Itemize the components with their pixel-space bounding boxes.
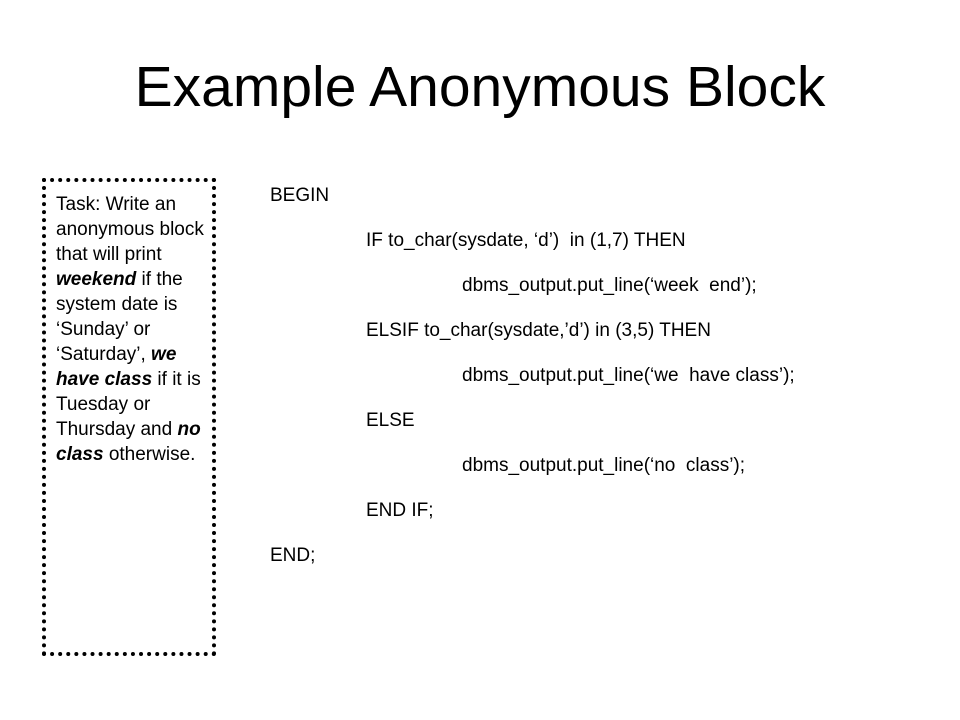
code-line-put-no-class: dbms_output.put_line(‘no class’); <box>462 455 746 476</box>
task-description-text: Task: Write an anonymous block that will… <box>56 192 206 467</box>
task-keyword-weekend: weekend <box>56 269 137 290</box>
code-line-put-class: dbms_output.put_line(‘we have class’); <box>462 365 795 386</box>
code-line-if: IF to_char(sysdate, ‘d’) in (1,7) THEN <box>366 230 686 251</box>
task-keyword-no-class: no class <box>56 419 201 465</box>
task-description-box: Task: Write an anonymous block that will… <box>42 178 216 656</box>
task-keyword-we-have-class: we have class <box>56 344 177 390</box>
code-line-put-weekend: dbms_output.put_line(‘week end’); <box>462 275 757 296</box>
task-segment: if the system date is ‘Sunday’ or ‘Satur… <box>56 269 183 365</box>
slide-title: Example Anonymous Block <box>134 55 826 119</box>
code-line-else: ELSE <box>366 410 415 431</box>
code-line-elsif: ELSIF to_char(sysdate,’d’) in (3,5) THEN <box>366 320 711 341</box>
code-line-begin: BEGIN <box>270 185 330 206</box>
task-segment: otherwise. <box>103 444 196 465</box>
code-line-end-if: END IF; <box>366 500 434 521</box>
task-segment: Task: Write an anonymous block that will… <box>56 194 204 265</box>
task-segment: if it is Tuesday or Thursday and <box>56 369 201 440</box>
code-line-end: END; <box>270 545 316 566</box>
